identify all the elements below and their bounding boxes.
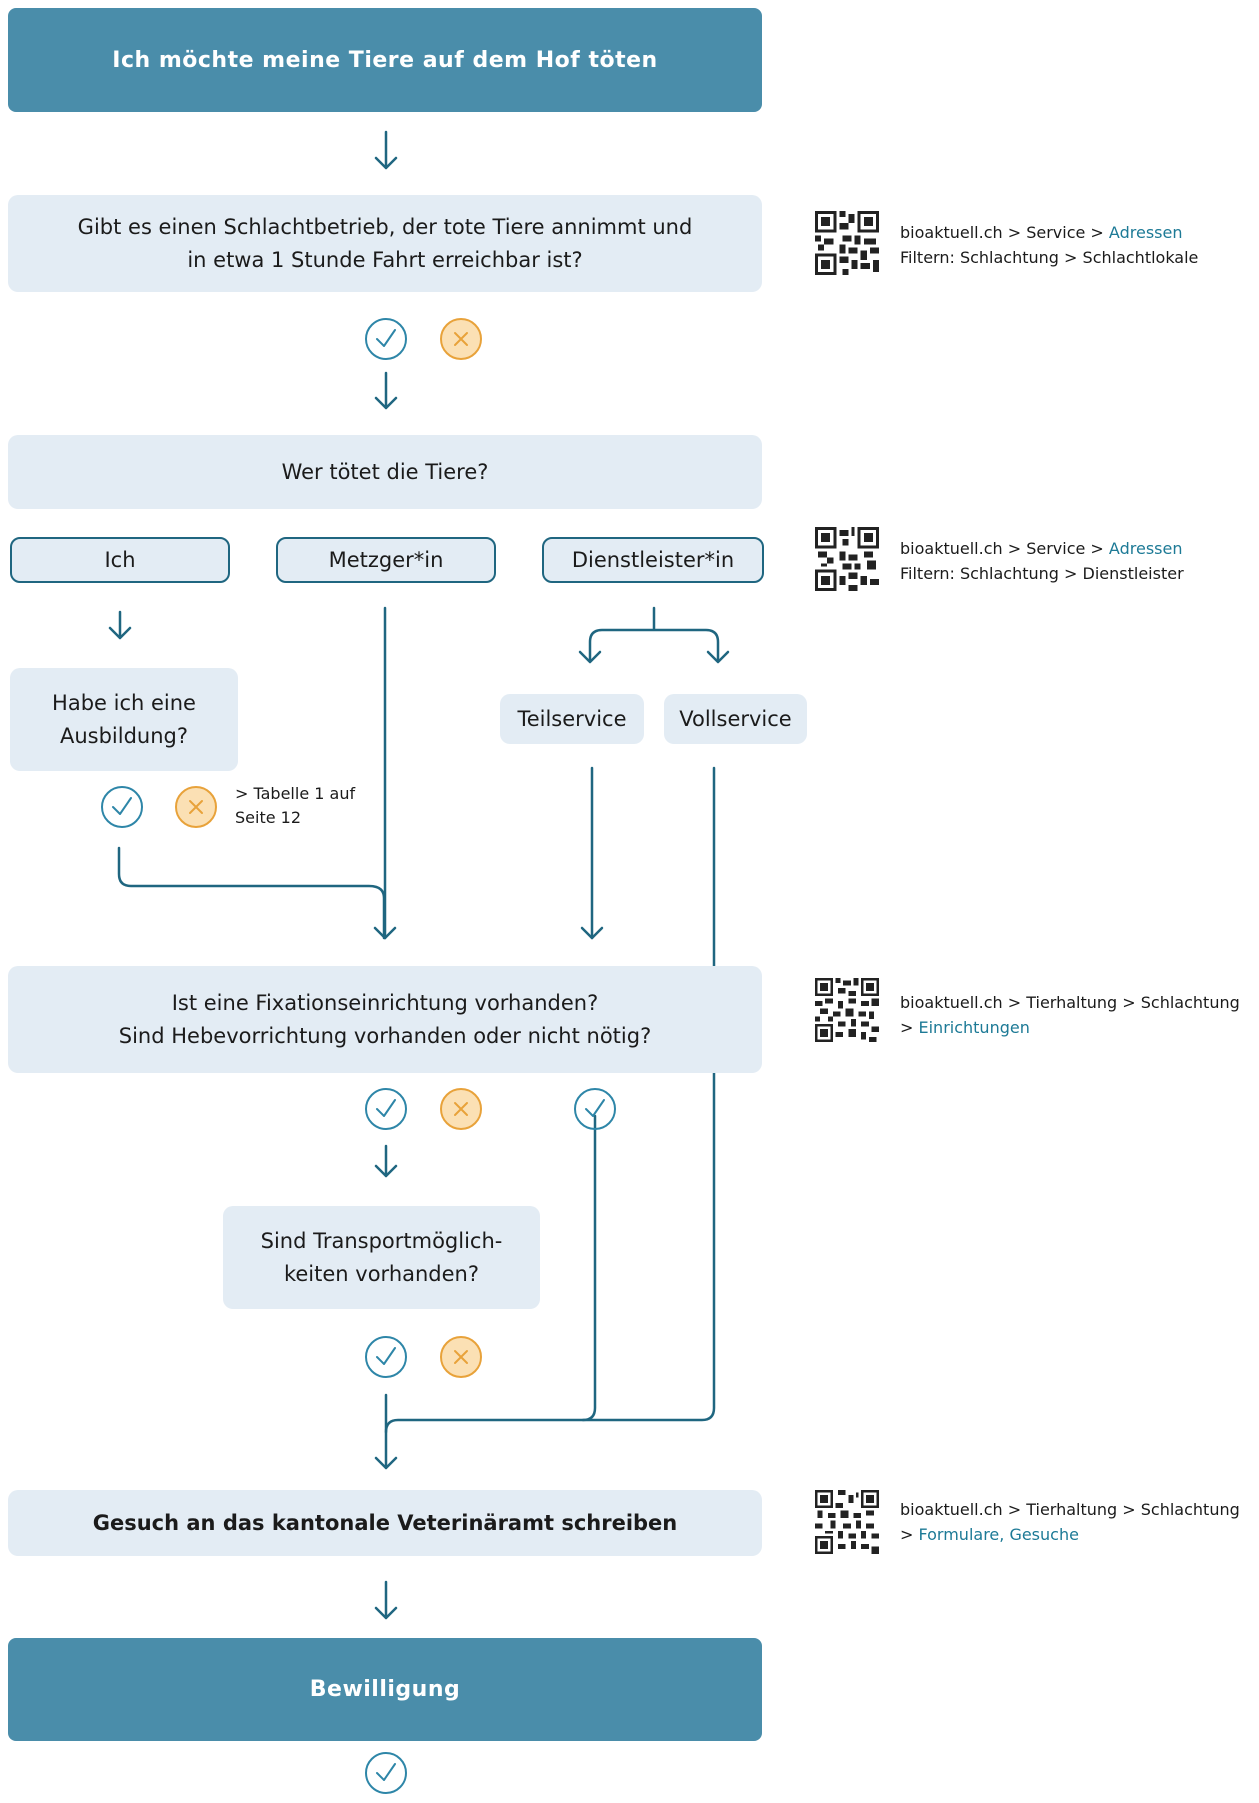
option-dienstleister: Dienstleister*in (542, 537, 764, 583)
qr-code-icon[interactable] (815, 978, 879, 1042)
reference-path: bioaktuell.ch > Tierhaltung > Schlachtun… (900, 1500, 1240, 1519)
check-circle-icon (365, 318, 407, 360)
vollservice-box: Vollservice (664, 694, 807, 744)
question-who-kills: Wer tötet die Tiere? (8, 435, 762, 509)
arrow-down-icon (374, 1393, 398, 1470)
question-slaughterhouse: Gibt es einen Schlachtbetrieb, der tote … (8, 195, 762, 292)
check-circle-icon (365, 1088, 407, 1130)
arrow-down-icon (374, 1144, 398, 1178)
question-transport-text: Sind Transportmöglich- keiten vorhanden? (260, 1228, 503, 1286)
reference-prefix: > (900, 1018, 919, 1037)
teilservice-box: Teilservice (500, 694, 644, 744)
reference-filter: Filtern: Schlachtung > Schlachtlokale (900, 248, 1199, 267)
arrow-down-icon (580, 926, 604, 940)
tabelle-note: > Tabelle 1 auf Seite 12 (235, 784, 356, 827)
merge-connector (117, 846, 386, 940)
option-ich-label: Ich (104, 548, 136, 572)
option-ich: Ich (10, 537, 230, 583)
cross-circle-icon (440, 1336, 482, 1378)
bewilligung-text: Bewilligung (309, 1677, 461, 1702)
check-circle-icon (365, 1752, 407, 1794)
title-box: Ich möchte meine Tiere auf dem Hof töten (8, 8, 762, 112)
arrow-down-icon (706, 650, 730, 664)
arrow-down-icon (374, 130, 398, 170)
qr-code-icon[interactable] (815, 211, 879, 275)
arrow-down-icon (374, 371, 398, 410)
reference-adressen-schlachtlokale: bioaktuell.ch > Service > Adressen Filte… (900, 220, 1198, 270)
arrow-down-icon (108, 610, 132, 640)
question-who-kills-text: Wer tötet die Tiere? (281, 459, 489, 484)
question-fixation-text: Ist eine Fixationseinrichtung vorhanden?… (118, 990, 652, 1048)
reference-path: bioaktuell.ch > Service > (900, 223, 1109, 242)
check-circle-icon (365, 1336, 407, 1378)
formulare-link[interactable]: Formulare, Gesuche (918, 1525, 1079, 1544)
reference-adressen-dienstleister: bioaktuell.ch > Service > Adressen Filte… (900, 536, 1184, 586)
arrow-down-icon (578, 650, 602, 664)
reference-filter: Filtern: Schlachtung > Dienstleister (900, 564, 1184, 583)
reference-path: bioaktuell.ch > Tierhaltung > Schlachtun… (900, 993, 1240, 1012)
question-fixation: Ist eine Fixationseinrichtung vorhanden?… (8, 966, 762, 1073)
check-circle-icon (101, 786, 143, 828)
branch-connector (588, 606, 720, 662)
reference-path: bioaktuell.ch > Service > (900, 539, 1109, 558)
title-text: Ich möchte meine Tiere auf dem Hof töten (112, 47, 658, 73)
option-metzger: Metzger*in (276, 537, 496, 583)
arrow-down-icon (374, 1580, 398, 1620)
teilservice-label: Teilservice (517, 706, 627, 731)
adressen-link[interactable]: Adressen (1108, 223, 1183, 242)
arrow-down-icon (373, 926, 397, 940)
vollservice-label: Vollservice (679, 706, 792, 731)
cross-circle-icon (175, 786, 217, 828)
check-circle-icon (574, 1088, 616, 1130)
cross-circle-icon (440, 318, 482, 360)
option-dienstleister-label: Dienstleister*in (571, 548, 735, 572)
cross-circle-icon (440, 1088, 482, 1130)
einrichtungen-link[interactable]: Einrichtungen (918, 1018, 1030, 1037)
gesuch-text: Gesuch an das kantonale Veterinäramt sch… (92, 1510, 678, 1535)
question-ausbildung-text: Habe ich eine Ausbildung? (52, 690, 196, 748)
reference-einrichtungen: bioaktuell.ch > Tierhaltung > Schlachtun… (900, 990, 1240, 1040)
question-transport: Sind Transportmöglich- keiten vorhanden? (223, 1206, 540, 1309)
reference-prefix: > (900, 1525, 919, 1544)
fixation-check-connector (581, 1114, 597, 1422)
question-ausbildung: Habe ich eine Ausbildung? (10, 668, 238, 771)
option-metzger-label: Metzger*in (328, 548, 444, 572)
vollservice-connector (384, 766, 716, 1434)
qr-code-icon[interactable] (815, 527, 879, 591)
bewilligung-box: Bewilligung (8, 1638, 762, 1741)
qr-code-icon[interactable] (815, 1490, 879, 1554)
reference-formulare: bioaktuell.ch > Tierhaltung > Schlachtun… (900, 1497, 1240, 1547)
gesuch-box: Gesuch an das kantonale Veterinäramt sch… (8, 1490, 762, 1556)
adressen-link[interactable]: Adressen (1108, 539, 1183, 558)
question-slaughterhouse-text: Gibt es einen Schlachtbetrieb, der tote … (77, 214, 693, 272)
